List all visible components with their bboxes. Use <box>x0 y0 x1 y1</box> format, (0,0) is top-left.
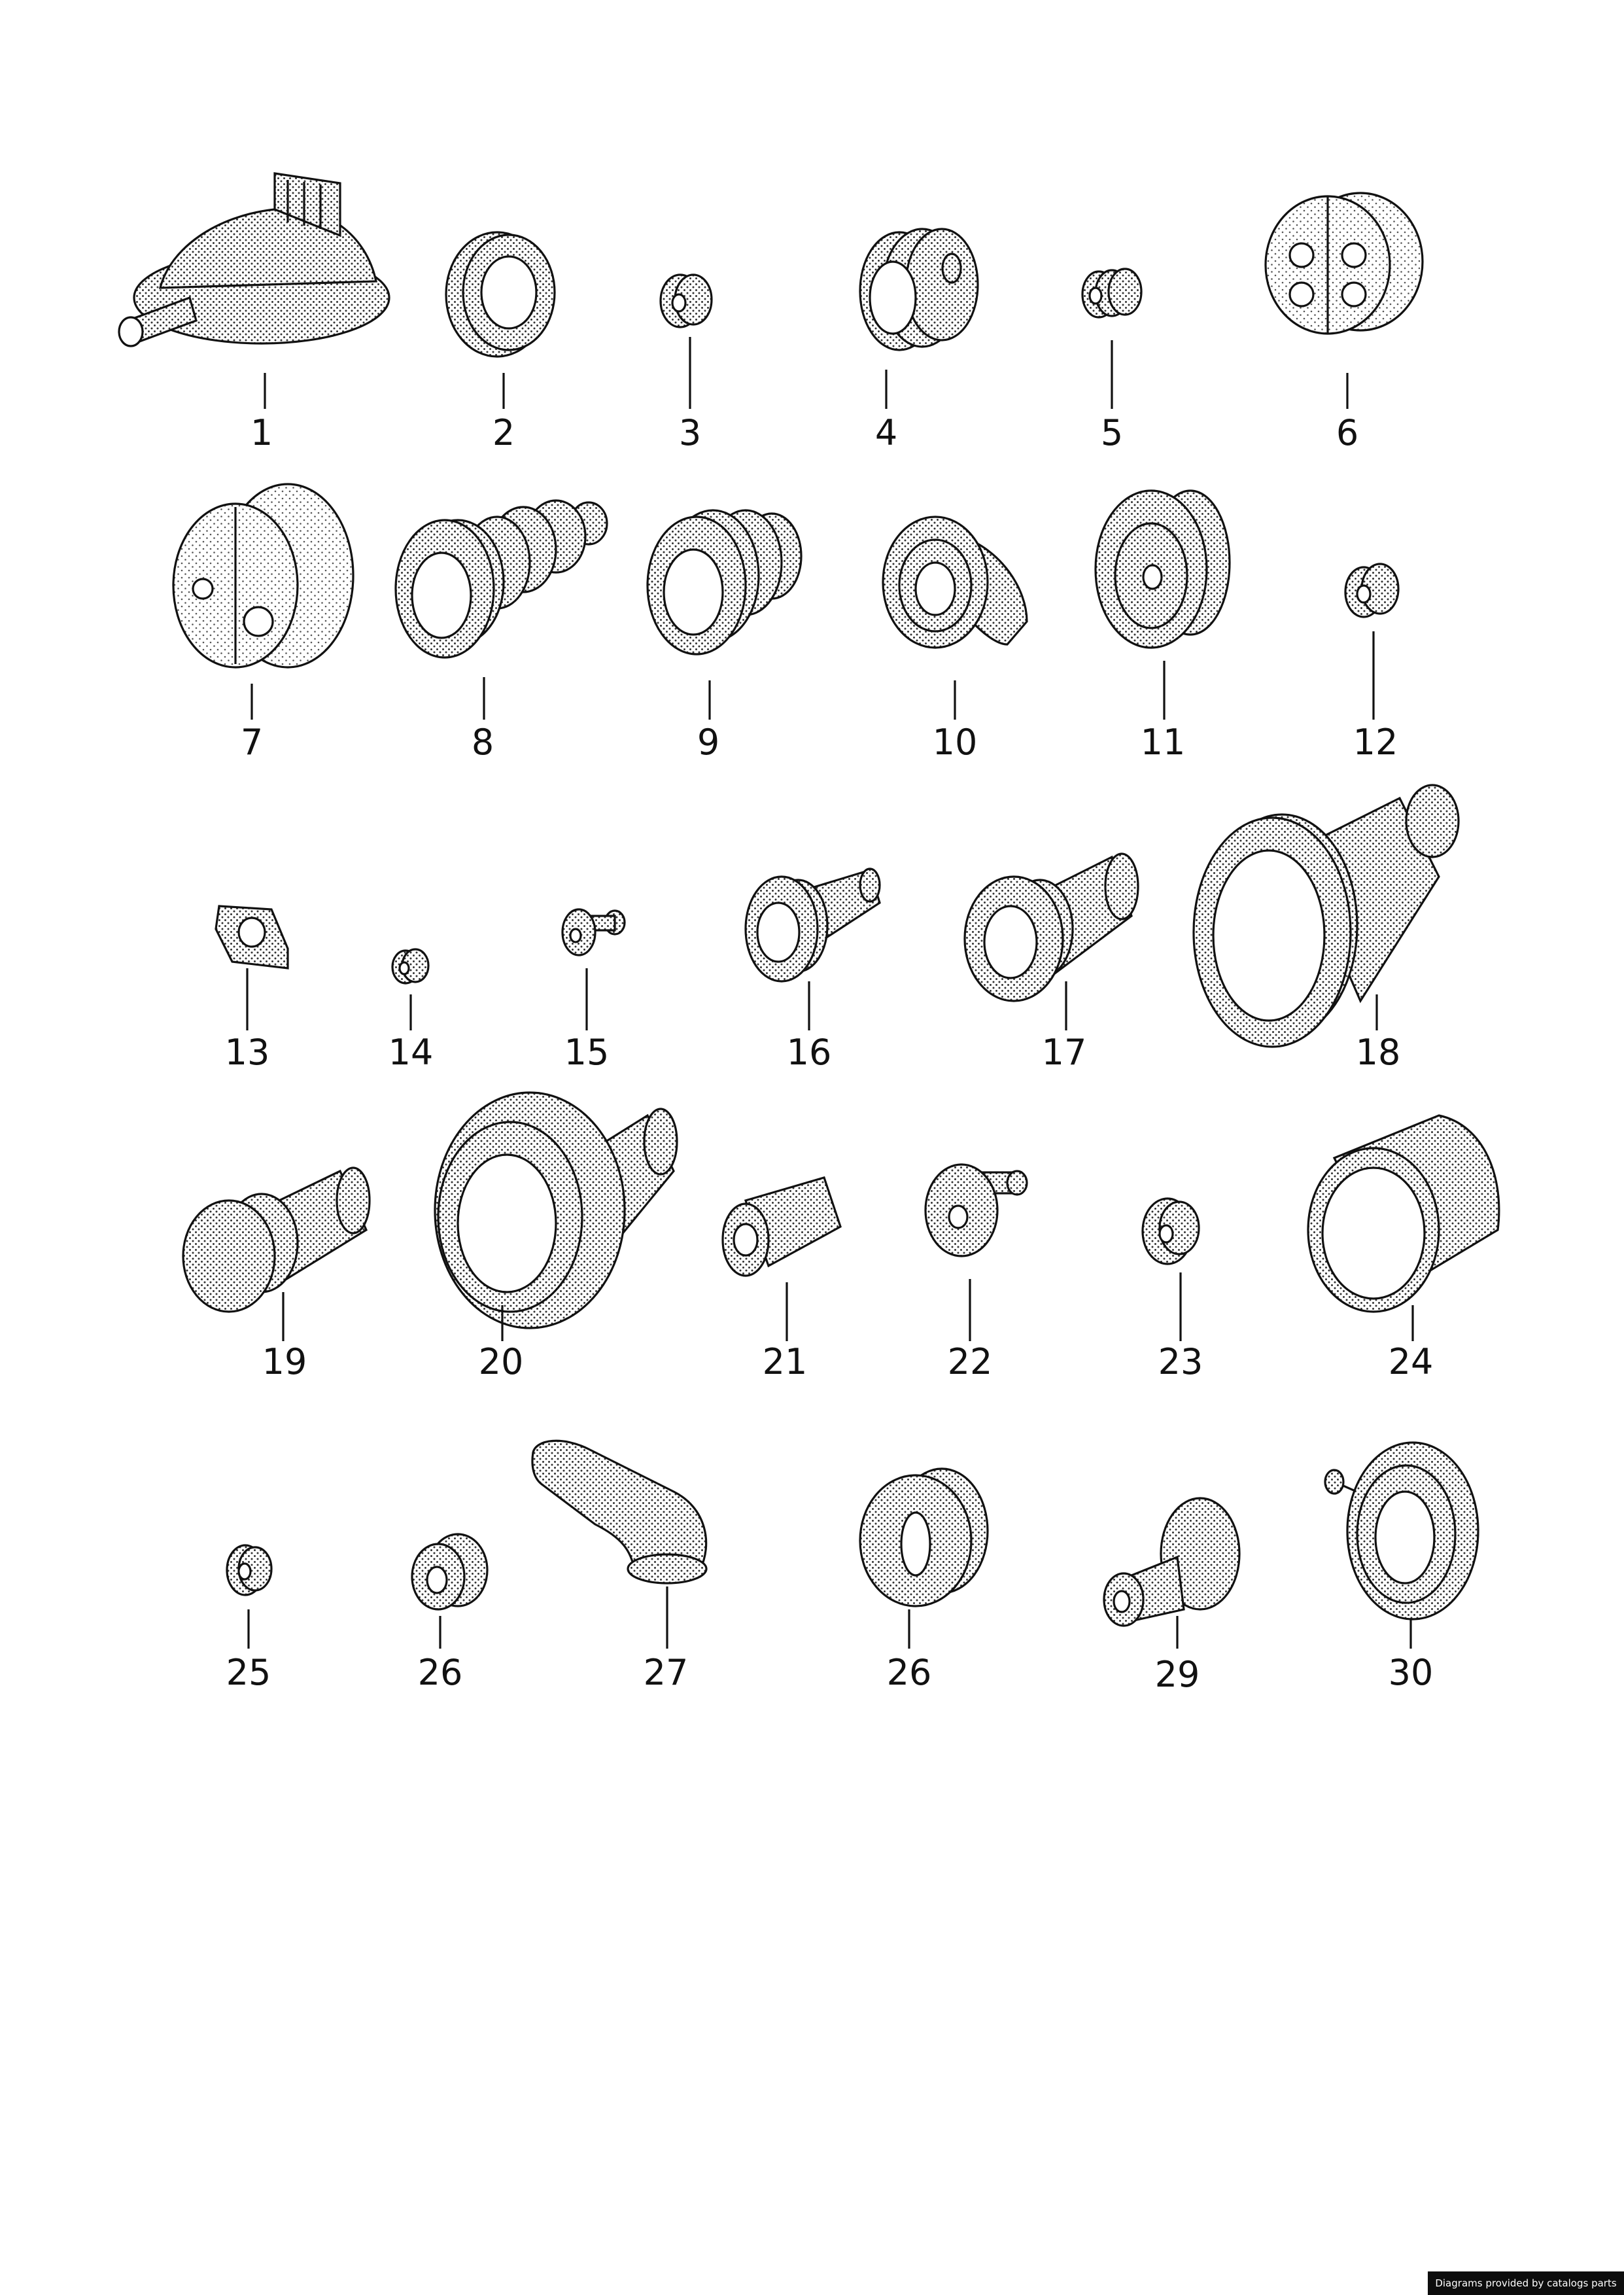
part-12-small-grommet <box>1344 563 1400 618</box>
part-label: 3 <box>679 412 701 453</box>
part-25-small-grommet <box>226 1544 273 1596</box>
part-16-cone-grommet <box>744 867 881 983</box>
part-label: 20 <box>479 1341 524 1382</box>
part-9-bellows-grommet <box>646 509 803 656</box>
part-22-plug-grommet <box>924 1163 1028 1257</box>
part-24-cup-grommet <box>1307 1114 1500 1313</box>
part-label: 15 <box>564 1032 610 1073</box>
part-label: 8 <box>472 722 494 763</box>
part-21-cone-plug <box>721 1176 842 1277</box>
part-label: 7 <box>241 722 263 763</box>
part-23-small-grommet <box>1141 1197 1200 1265</box>
part-label: 13 <box>225 1032 270 1073</box>
part-10-oval-grommet <box>882 516 1028 649</box>
part-6-split-grommet <box>1264 192 1424 335</box>
part-label: 26 <box>418 1652 463 1693</box>
part-8-bellows-grommet <box>394 499 608 659</box>
part-4-bellows-grommet <box>859 228 979 351</box>
part-27-elbow-boot <box>531 1439 708 1585</box>
part-label: 27 <box>644 1652 689 1693</box>
part-15-plug-grommet <box>561 908 626 956</box>
part-label: 14 <box>389 1032 434 1073</box>
part-label: 1 <box>251 412 273 453</box>
credit-footer: Diagrams provided by catalogs parts <box>1428 2271 1624 2295</box>
part-label: 19 <box>262 1341 307 1382</box>
part-label: 9 <box>697 722 719 763</box>
part-19-tapered-grommet <box>182 1166 371 1313</box>
part-label: 6 <box>1336 412 1358 453</box>
part-1-grommet-cap <box>118 172 390 347</box>
part-11-flanged-grommet <box>1094 489 1231 649</box>
part-20-large-flanged-boot <box>434 1091 678 1329</box>
part-label: 5 <box>1101 412 1123 453</box>
part-5-small-grommet <box>1081 268 1143 319</box>
part-7-split-grommet <box>172 483 354 669</box>
part-label: 4 <box>875 412 897 453</box>
part-label: 26 <box>887 1652 932 1693</box>
part-14-small-grommet <box>391 948 430 985</box>
part-label: 29 <box>1155 1654 1200 1695</box>
part-3-small-grommet <box>659 273 713 328</box>
part-label: 24 <box>1389 1341 1434 1382</box>
part-label: 21 <box>763 1341 808 1382</box>
part-label: 23 <box>1158 1341 1203 1382</box>
part-17-tapered-grommet <box>963 852 1139 1002</box>
part-label: 10 <box>933 722 978 763</box>
part-18-large-boot <box>1192 784 1460 1048</box>
part-label: 16 <box>787 1032 832 1073</box>
part-label: 11 <box>1141 722 1186 763</box>
part-26-oval-grommet <box>859 1467 989 1607</box>
part-label: 12 <box>1353 722 1398 763</box>
part-label: 25 <box>226 1652 271 1693</box>
part-26-grommet-left <box>411 1533 489 1611</box>
part-13-clip-grommet <box>215 905 289 970</box>
part-label: 22 <box>948 1341 993 1382</box>
part-30-flanged-boot <box>1324 1441 1479 1621</box>
part-label: 30 <box>1389 1652 1434 1693</box>
part-2-ring-grommet <box>445 231 556 358</box>
part-label: 2 <box>492 412 515 453</box>
part-label: 18 <box>1356 1032 1401 1073</box>
part-29-flanged-plug <box>1103 1497 1241 1627</box>
part-label: 17 <box>1042 1032 1087 1073</box>
